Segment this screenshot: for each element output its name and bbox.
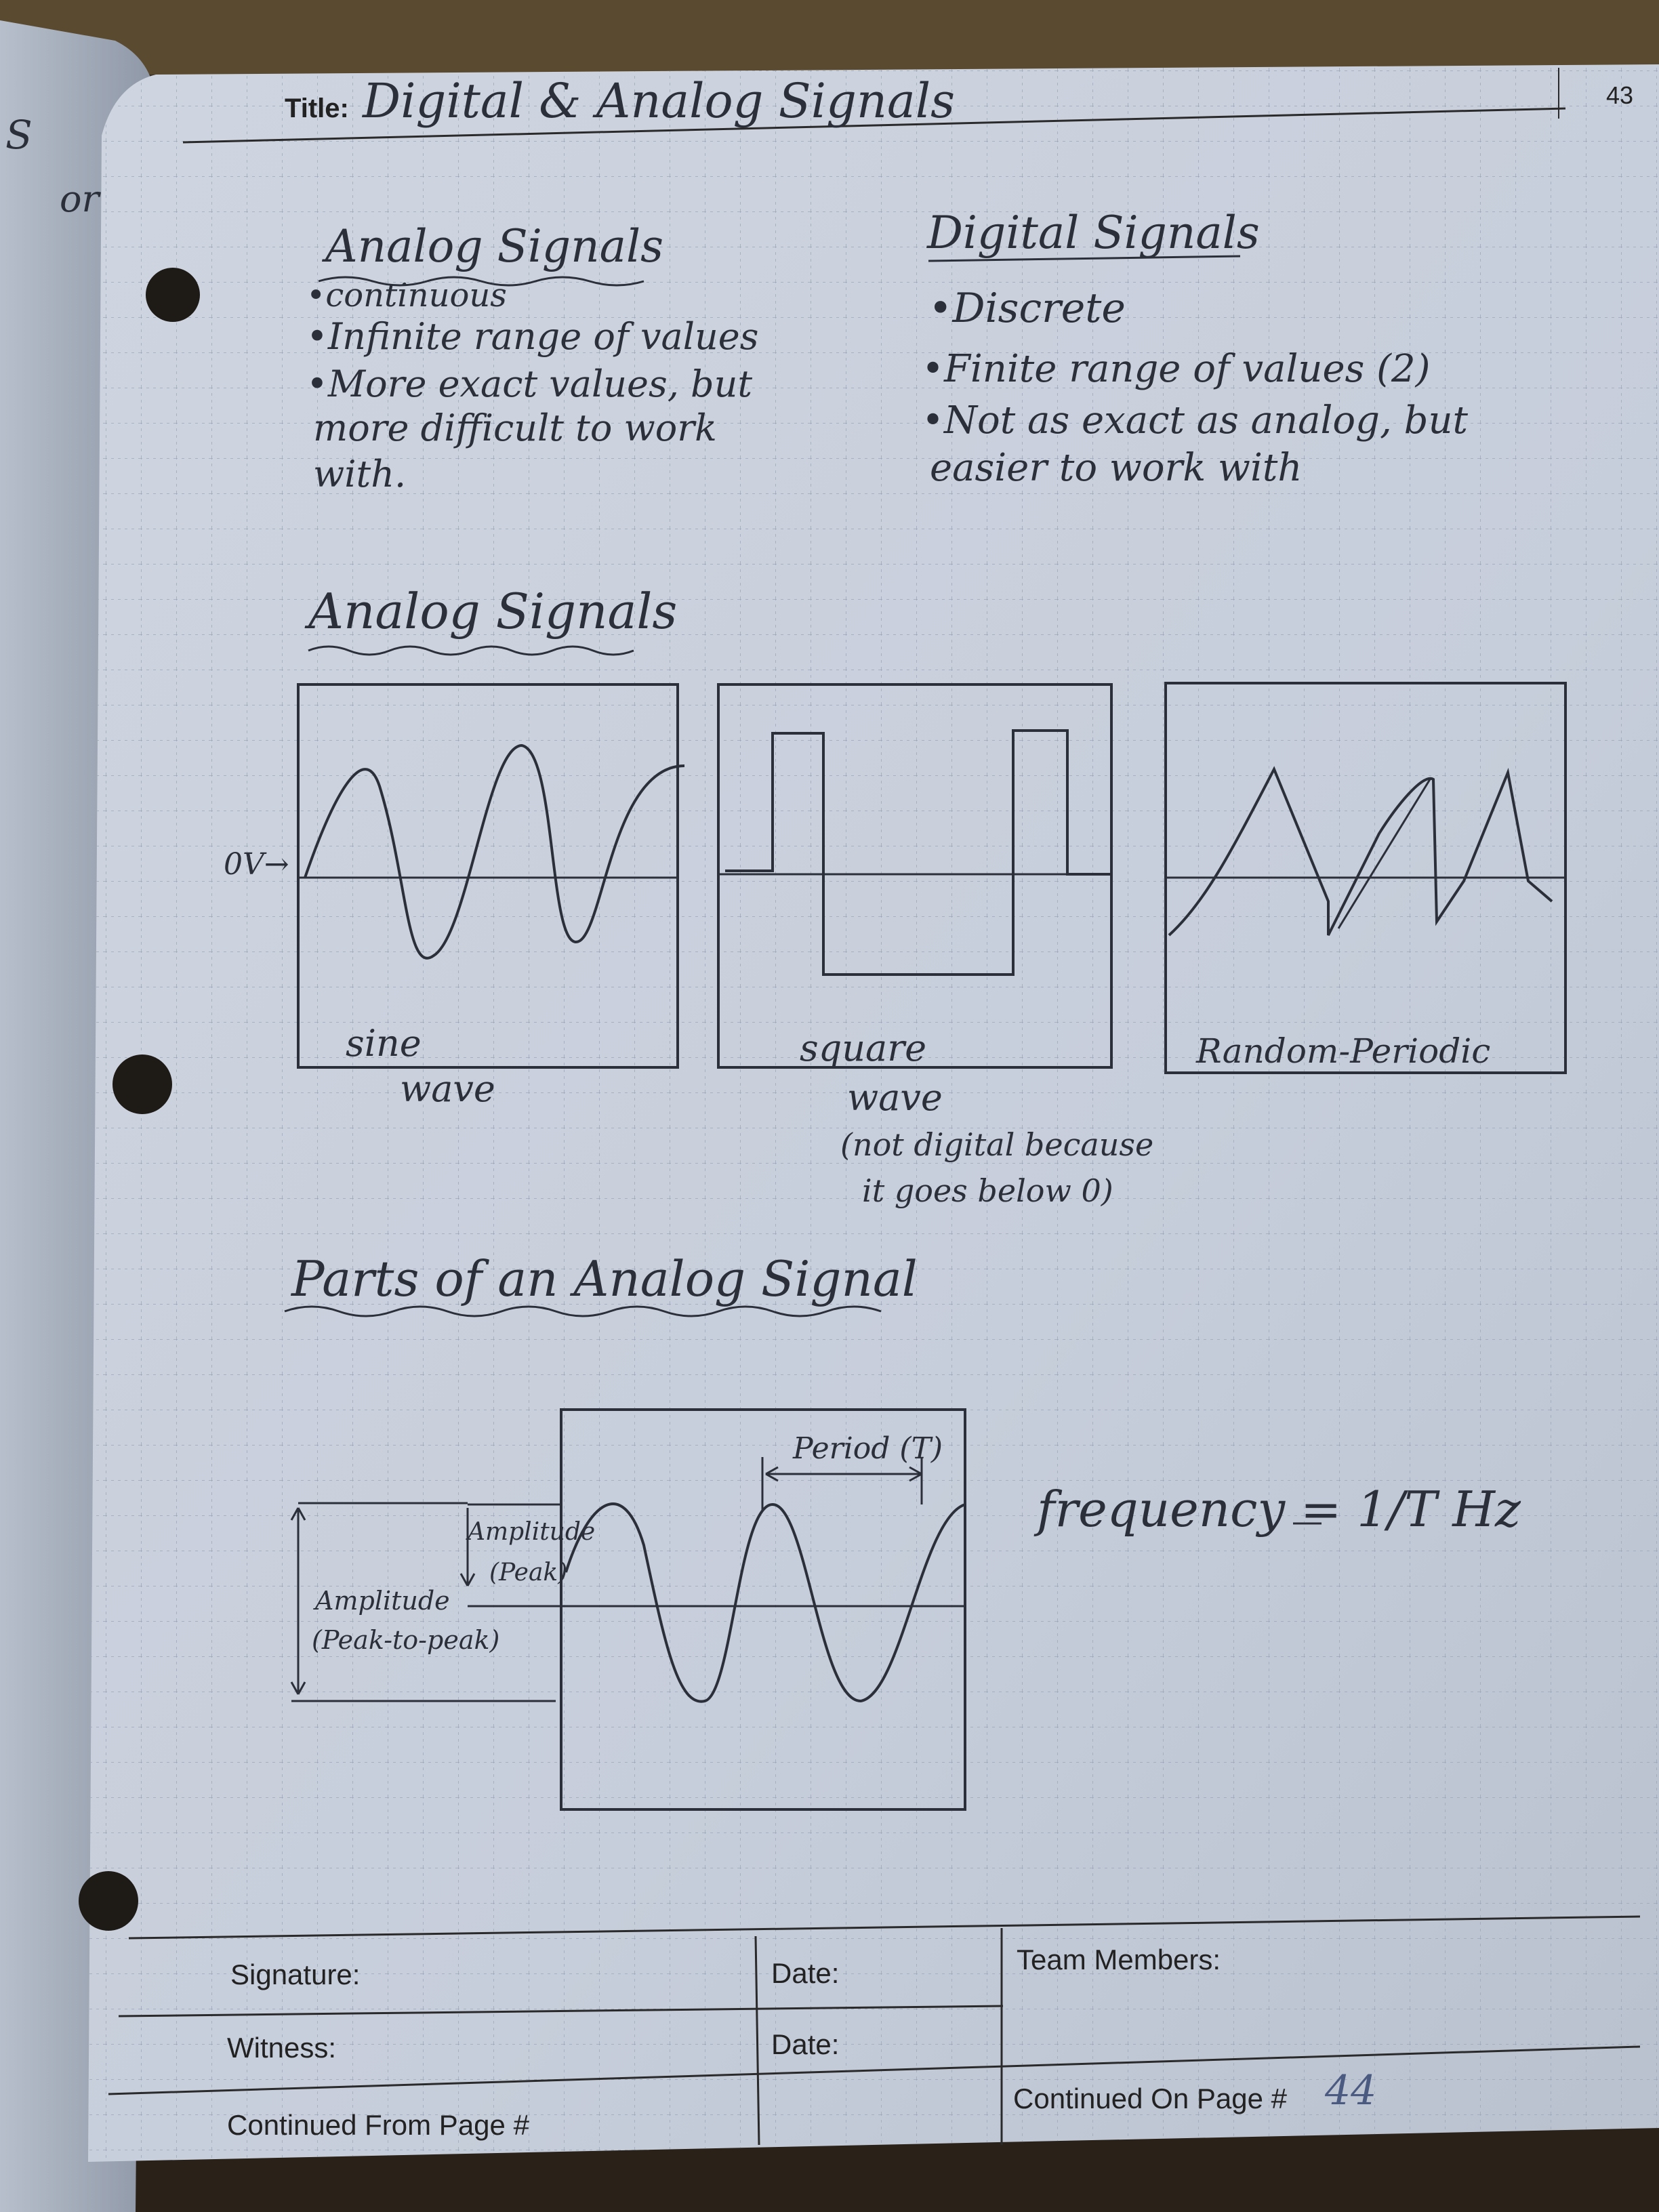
parts-plot [290, 1408, 966, 1811]
digital-bullet: •Not as exact as analog, but [922, 398, 1469, 443]
sine-label: wave [400, 1067, 495, 1110]
analog-notes-heading: Analog Signals [325, 220, 663, 272]
parts-sine-curve [565, 1502, 966, 1703]
amplitude-peak-label: (Peak) [489, 1559, 568, 1586]
square-note: it goes below 0) [862, 1172, 1113, 1209]
parts-section-heading: Parts of an Analog Signal [291, 1250, 918, 1307]
zero-volt-label: 0V→ [224, 847, 289, 882]
binder-hole [79, 1871, 138, 1931]
amplitude-peak-label: Amplitude [468, 1518, 596, 1546]
binder-hole [146, 268, 200, 322]
random-periodic-curve [1168, 766, 1553, 937]
binder-hole [112, 1054, 172, 1114]
square-label: square [800, 1027, 927, 1069]
signature-label: Signature: [230, 1959, 361, 1990]
square-note: (not digital because [840, 1126, 1154, 1163]
footer-table [108, 1915, 1641, 2146]
square-wave-plot [717, 683, 1113, 1069]
random-periodic-plot [1164, 682, 1567, 1074]
frequency-formula: frequency = 1/T Hz [1037, 1481, 1521, 1538]
page-number: 43 [1606, 81, 1634, 109]
date-label: Date: [771, 1957, 840, 1989]
continued-on-value: 44 [1325, 2067, 1377, 2114]
analog-bullet: •Infinite range of values [306, 315, 759, 358]
period-label: Period (T) [793, 1431, 943, 1466]
square-label: wave [847, 1076, 943, 1119]
analog-bullet: •continuous [306, 276, 507, 314]
sine-wave-plot [297, 683, 685, 1069]
sine-label: sine [346, 1022, 422, 1065]
digital-notes-heading: Digital Signals [927, 207, 1260, 259]
amplitude-p2p-label: Amplitude [315, 1586, 450, 1616]
digital-bullet: •Finite range of values (2) [922, 347, 1431, 391]
date-label: Date: [771, 2028, 840, 2060]
analog-bullet: more difficult to work [313, 407, 717, 449]
title-label: Title: [285, 94, 349, 123]
digital-bullet: easier to work with [930, 446, 1303, 490]
analog-bullet: •More exact values, but [306, 363, 753, 405]
amplitude-p2p-label: (Peak-to-peak) [312, 1625, 500, 1655]
random-periodic-label: Random-Periodic [1196, 1031, 1491, 1071]
continued-from-label: Continued From Page # [227, 2109, 529, 2141]
square-wave-curve [725, 729, 1111, 976]
analog-bullet: with. [313, 453, 407, 495]
continued-on-label: Continued On Page # [1013, 2083, 1287, 2114]
page-title: Digital & Analog Signals [363, 73, 956, 129]
left-margin-fragment: S [5, 112, 33, 158]
team-members-label: Team Members: [1017, 1944, 1221, 1975]
left-margin-fragment: or [60, 178, 100, 220]
witness-label: Witness: [227, 2032, 337, 2064]
sine-wave-curve [304, 743, 685, 960]
analog-section-heading: Analog Signals [308, 583, 678, 640]
digital-bullet: •Discrete [928, 285, 1126, 332]
